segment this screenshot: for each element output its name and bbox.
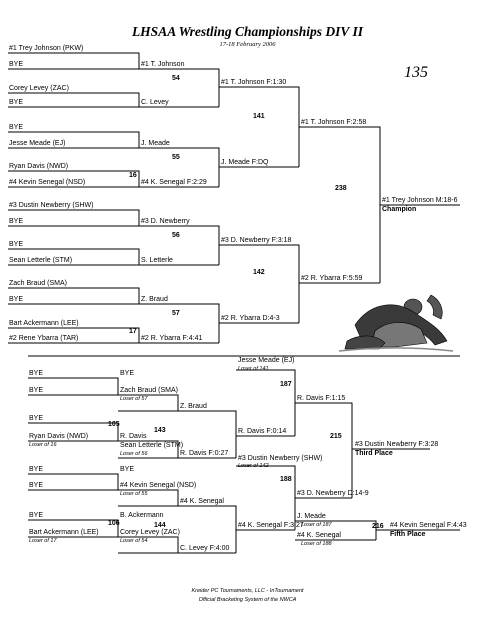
- bout-number: 238: [335, 185, 347, 192]
- event-date: 17-18 February 2006: [219, 41, 276, 48]
- loser-of-note: Loser of 55: [120, 491, 148, 497]
- cons-r1-entrant: BYE: [29, 512, 44, 519]
- fifth-entrant: #4 K. Senegal: [297, 532, 341, 539]
- champ-r1-entrant: Jesse Meade (EJ): [9, 140, 66, 147]
- loser-of-note: Loser of 188: [301, 541, 332, 547]
- champ-qf-result: #3 D. Newberry F:3:18: [221, 237, 292, 244]
- bout-number: 17: [129, 328, 137, 335]
- cons-r1-entrant: BYE: [29, 370, 44, 377]
- champ-qf-result: J. Meade F:DQ: [221, 159, 269, 166]
- cons-r3-winner: #4 K. Senegal F:3:27: [238, 522, 304, 529]
- cons-r2-entrant: BYE: [120, 466, 135, 473]
- cons-r2-entrant: Zach Braud (SMA): [120, 387, 178, 394]
- cons-dropin: #3 Dustin Newberry (SHW): [238, 455, 323, 462]
- champ-r1-entrant: BYE: [9, 99, 24, 106]
- champ-r1-entrant: Bart Ackermann (LEE): [9, 320, 79, 327]
- loser-of-note: Loser of 187: [301, 522, 332, 528]
- wrestlers-clipart: [338, 294, 454, 352]
- bout-number: 188: [280, 476, 292, 483]
- champ-qf-result: #1 T. Johnson F:1:30: [221, 79, 287, 86]
- cons-r4-winner: R. Davis F:1:15: [297, 395, 346, 402]
- cons-dropin: Jesse Meade (EJ): [238, 357, 295, 364]
- champ-r2-result: #2 R. Ybarra F:4:41: [141, 335, 203, 342]
- footer-line1: Kreider PC Tournaments, LLC - InTourname…: [191, 588, 304, 594]
- cons-r2-entrant: BYE: [120, 370, 135, 377]
- bout-number: 143: [154, 427, 166, 434]
- champ-r1-entrant: Ryan Davis (NWD): [9, 163, 69, 170]
- bout-number: 105: [108, 421, 120, 428]
- third-place-label: Third Place: [355, 450, 393, 457]
- bout-number: 187: [280, 381, 292, 388]
- cons-r3-result: R. Davis F:0:27: [180, 450, 229, 457]
- bout-number: 106: [108, 520, 120, 527]
- bout-number: 144: [154, 522, 166, 529]
- cons-r3-result: C. Levey F:4:00: [180, 545, 230, 552]
- champ-r2-result: J. Meade: [141, 140, 170, 147]
- champ-qf-result: #2 R. Ybarra D:4-3: [221, 315, 280, 322]
- bout-number: 141: [253, 113, 265, 120]
- champ-sf-result: #1 T. Johnson F:2:58: [301, 119, 367, 126]
- cons-r1-entrant: Bart Ackermann (LEE): [29, 529, 99, 536]
- champ-r1-entrant: #1 Trey Johnson (PKW): [9, 45, 84, 52]
- cons-r1-entrant: BYE: [29, 415, 44, 422]
- champ-r1-entrant: BYE: [9, 296, 24, 303]
- bout-number: 16: [129, 172, 137, 179]
- bout-number: 55: [172, 154, 180, 161]
- loser-of-note: Loser of 54: [120, 538, 148, 544]
- fifth-place-label: Fifth Place: [390, 531, 426, 538]
- champ-r1-entrant: BYE: [9, 241, 24, 248]
- champ-r1-entrant: BYE: [9, 61, 24, 68]
- champion-result: #1 Trey Johnson M:18-6: [382, 197, 458, 204]
- champ-r2-result: Z. Braud: [141, 296, 168, 303]
- cons-r1-entrant: Ryan Davis (NWD): [29, 433, 89, 440]
- champ-r1-entrant: #2 Rene Ybarra (TAR): [9, 335, 79, 342]
- bout-number: 216: [372, 523, 384, 530]
- cons-r1-entrant: BYE: [29, 466, 44, 473]
- fifth-entrant: J. Meade: [297, 513, 326, 520]
- cons-r3-result: #4 K. Senegal: [180, 498, 224, 505]
- champ-r1-entrant: #4 Kevin Senegal (NSD): [9, 179, 86, 186]
- cons-r2-entrant: R. Davis: [120, 433, 147, 440]
- fifth-place-result: #4 Kevin Senegal F:4:43: [390, 522, 467, 529]
- weight-class: 135: [404, 64, 428, 81]
- champ-r2-result: #3 D. Newberry: [141, 218, 190, 225]
- loser-of-note: Loser of 17: [29, 538, 57, 544]
- champ-r2-result: C. Levey: [141, 99, 169, 106]
- champ-r1-entrant: BYE: [9, 218, 24, 225]
- loser-of-note: Loser of 141: [238, 366, 269, 372]
- cons-r1-entrant: BYE: [29, 387, 44, 394]
- cons-r2-entrant: B. Ackermann: [120, 512, 164, 519]
- loser-of-note: Loser of 16: [29, 442, 57, 448]
- champ-r1-entrant: Corey Levey (ZAC): [9, 85, 69, 92]
- cons-r2-entrant: #4 Kevin Senegal (NSD): [120, 482, 197, 489]
- loser-of-note: Loser of 57: [120, 396, 148, 402]
- champ-sf-result: #2 R. Ybarra F:5:59: [301, 275, 363, 282]
- champ-r1-entrant: BYE: [9, 124, 24, 131]
- cons-r4-winner: #3 D. Newberry D:14-9: [297, 490, 369, 497]
- page-title: LHSAA Wrestling Championships DIV II: [131, 24, 364, 39]
- footer-line2: Official Bracketing System of the NWCA: [198, 597, 297, 603]
- bout-number: 215: [330, 433, 342, 440]
- cons-r3-result: Z. Braud: [180, 403, 207, 410]
- champ-r2-result: #4 K. Senegal F:2:29: [141, 179, 207, 186]
- champ-r2-result: S. Letterle: [141, 257, 173, 264]
- cons-r1-entrant: BYE: [29, 482, 44, 489]
- champ-r1-entrant: Sean Letterle (STM): [9, 257, 73, 264]
- cons-r2-entrant: Sean Letterle (STM): [120, 442, 184, 449]
- champ-r1-entrant: #3 Dustin Newberry (SHW): [9, 202, 94, 209]
- bout-number: 57: [172, 310, 180, 317]
- third-place-result: #3 Dustin Newberry F:3:28: [355, 441, 439, 448]
- champ-r2-result: #1 T. Johnson: [141, 61, 185, 68]
- bout-number: 56: [172, 232, 180, 239]
- loser-of-note: Loser of 56: [120, 451, 148, 457]
- champ-r1-entrant: Zach Braud (SMA): [9, 280, 67, 287]
- champion-label: Champion: [382, 206, 417, 213]
- loser-of-note: Loser of 142: [238, 463, 269, 469]
- bout-number: 142: [253, 269, 265, 276]
- cons-r2-entrant: Corey Levey (ZAC): [120, 529, 180, 536]
- bout-number: 54: [172, 75, 180, 82]
- cons-r3-winner: R. Davis F:0:14: [238, 428, 287, 435]
